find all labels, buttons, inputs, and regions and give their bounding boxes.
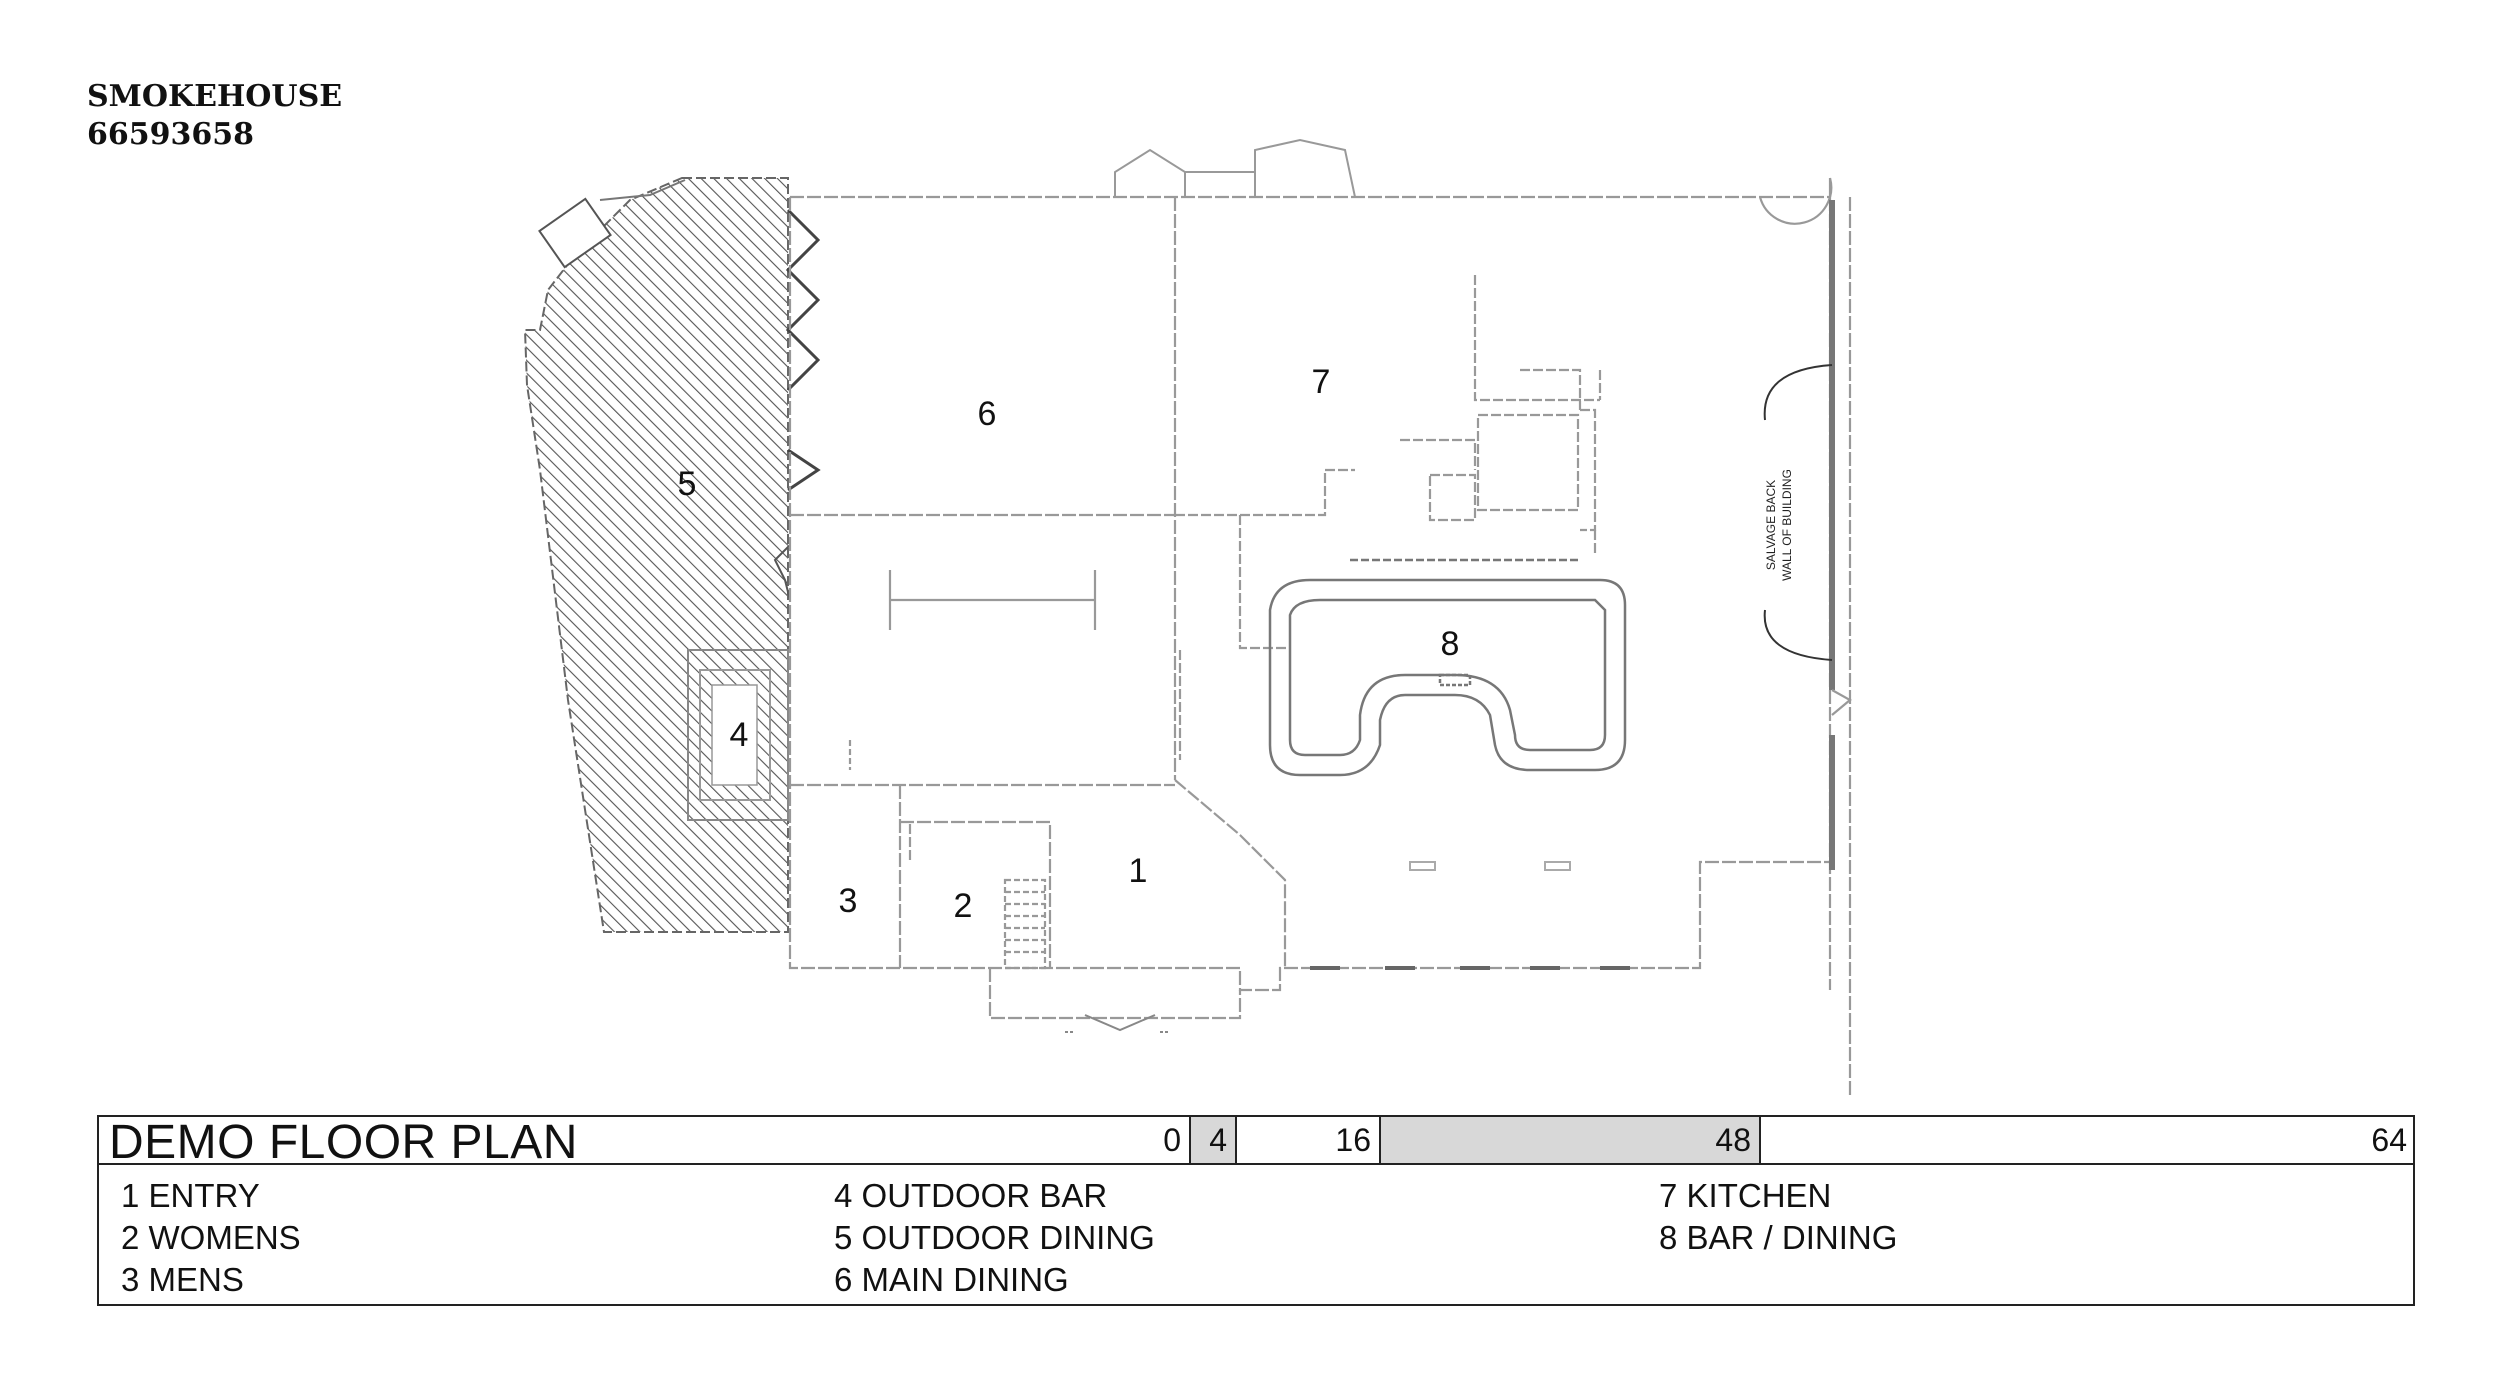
project-name: SMOKEHOUSE [87,79,343,114]
legend-item: 7 KITCHEN [1659,1177,1832,1214]
drawing-title: DEMO FLOOR PLAN [109,1116,578,1169]
room-label-outdoor-bar: 4 [730,716,749,754]
scale-label-48: 48 [1379,1117,1759,1163]
room-label-main-dining: 6 [978,395,997,433]
scale-label-0: 0 [1163,1122,1181,1158]
room-label-mens: 3 [839,882,858,920]
outdoor-bar-area [687,649,789,821]
title-block: DEMO FLOOR PLAN 0 4 16 48 64 1 ENTRY 2 W… [97,1115,2415,1306]
svg-text:SALVAGE BACK: SALVAGE BACK [1764,480,1778,570]
legend-item: 5 OUTDOOR DINING [834,1219,1155,1256]
room-label-entry: 1 [1129,852,1148,890]
scale-label-64: 64 [1759,1117,2415,1163]
salvage-wall-note: SALVAGE BACK WALL OF BUILDING [1764,469,1794,581]
legend-item: 3 MENS [121,1261,244,1298]
legend-item: 6 MAIN DINING [834,1261,1069,1298]
project-header: SMOKEHOUSE 66593658 [87,78,342,154]
room-label-bar-dining: 8 [1441,625,1460,663]
room-label-outdoor-dining: 5 [678,465,697,503]
floor-plan-drawing: 1 2 3 4 5 6 7 8 SALVAGE BACK WALL OF BUI… [523,138,1852,1095]
legend-item: 8 BAR / DINING [1659,1219,1898,1256]
legend-item: 2 WOMENS [121,1219,301,1256]
scale-label-16: 16 [1235,1117,1379,1163]
room-label-kitchen: 7 [1312,363,1331,401]
outdoor-dining-area [523,177,821,933]
title-block-header: DEMO FLOOR PLAN 0 4 16 48 64 [99,1116,2415,1169]
scale-label-4: 4 [1189,1117,1235,1163]
bar-counter [1268,558,1627,777]
project-number: 66593658 [87,117,254,152]
svg-text:WALL OF BUILDING: WALL OF BUILDING [1780,469,1794,581]
building-walls [788,177,1852,1095]
legend-item: 4 OUTDOOR BAR [834,1177,1108,1214]
legend-item: 1 ENTRY [121,1177,260,1214]
room-label-womens: 2 [954,887,973,925]
